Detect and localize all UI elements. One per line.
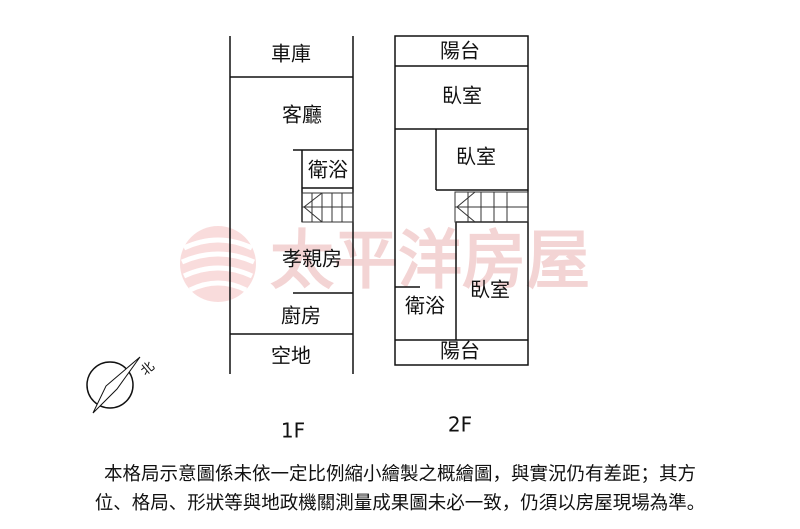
room-balcony-top: 陽台 <box>440 39 480 63</box>
disclaimer-line-1: 本格局示意圖係未依一定比例縮小繪製之概繪圖，與實況仍有差距；其方 <box>103 464 696 485</box>
compass: 北 <box>86 356 158 414</box>
floor-1-label: 1F <box>281 419 305 443</box>
room-balcony-bottom: 陽台 <box>440 339 480 363</box>
room-living-room: 客廳 <box>282 103 322 127</box>
compass-north-label: 北 <box>138 359 158 379</box>
room-bathroom-2f: 衛浴 <box>405 294 445 318</box>
floor-1-plan: 車庫 客廳 衛浴 孝親房 廚房 空地 <box>229 36 354 374</box>
room-bedroom-3: 臥室 <box>470 278 510 302</box>
floor-plan-diagram: 太平洋房屋 車庫 客廳 衛浴 孝親房 廚房 空地 <box>86 35 590 443</box>
room-family-room: 孝親房 <box>282 247 342 271</box>
staircase-1f <box>301 192 354 223</box>
room-bathroom-1f: 衛浴 <box>308 158 348 182</box>
room-bedroom-1: 臥室 <box>442 84 482 108</box>
room-open-space: 空地 <box>271 344 311 368</box>
disclaimer-line-2: 位、格局、形狀等與地政機關測量成果圖未必一致，仍須以房屋現場為準。 <box>94 493 706 514</box>
room-kitchen: 廚房 <box>281 304 321 328</box>
staircase-2f <box>454 191 529 223</box>
room-garage: 車庫 <box>271 42 311 66</box>
floor-2-plan: 陽台 臥室 臥室 衛浴 臥室 陽台 <box>394 35 529 366</box>
watermark-logo-icon <box>180 226 256 302</box>
floor-2-label: 2F <box>448 413 472 437</box>
watermark: 太平洋房屋 <box>180 224 590 302</box>
watermark-text: 太平洋房屋 <box>270 224 590 299</box>
room-bedroom-2: 臥室 <box>456 145 496 169</box>
